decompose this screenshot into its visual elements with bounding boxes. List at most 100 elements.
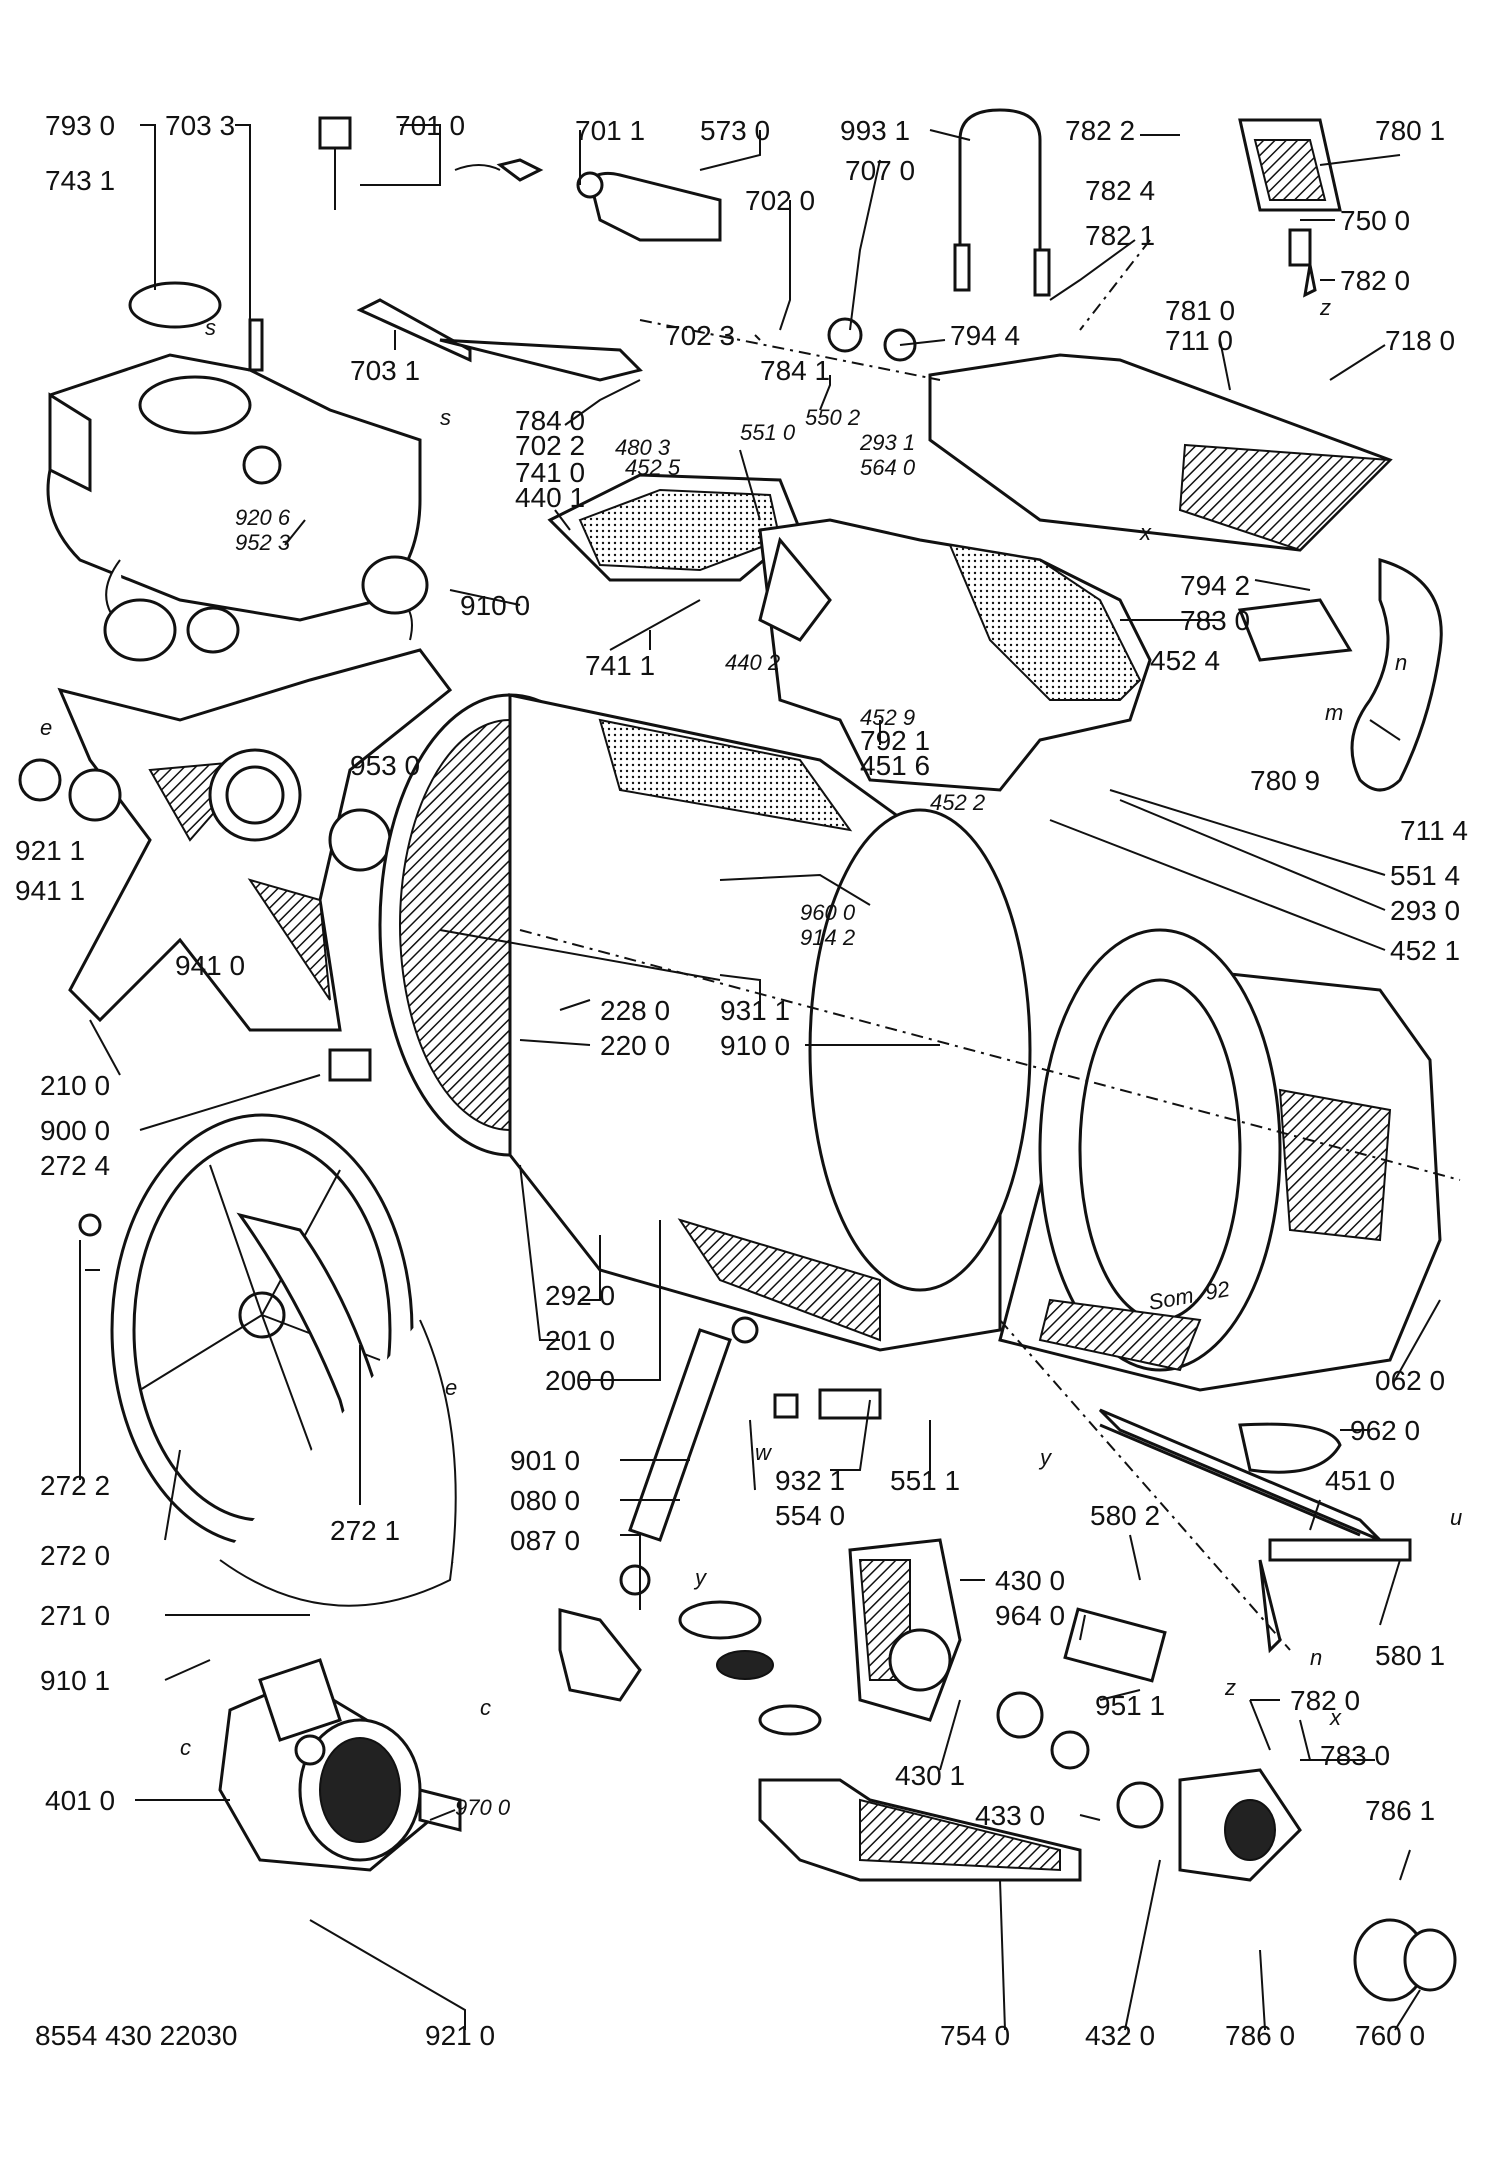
part-number-label: 750 0: [1340, 205, 1410, 236]
drain-hose: [1237, 558, 1443, 792]
part-number-label: 707 0: [845, 155, 915, 186]
part-number-label: 782 0: [1290, 1685, 1360, 1716]
part-number-label: 970 0: [455, 1795, 511, 1820]
part-number-label: 741 1: [585, 650, 655, 681]
part-number-label: 782 2: [1065, 115, 1135, 146]
leader-lines: [79, 124, 1441, 2031]
connection-letter: n: [1310, 1645, 1322, 1670]
part-number-label: 910 0: [720, 1030, 790, 1061]
part-number-label: 964 0: [995, 1600, 1065, 1631]
part-number-label: 433 0: [975, 1800, 1045, 1831]
part-number-label: 781 0: [1165, 295, 1235, 326]
detergent-drawer: [928, 353, 1393, 552]
part-number-label: 741 0: [515, 457, 585, 488]
part-number-label: 718 0: [1385, 325, 1455, 356]
part-number-label: 292 0: [545, 1280, 615, 1311]
connection-letter: n: [1395, 650, 1407, 675]
part-number-label: 792 1: [860, 725, 930, 756]
part-number-label: 932 1: [775, 1465, 845, 1496]
part-number-label: 452 9: [860, 705, 915, 730]
part-number-label: 451 6: [860, 750, 930, 781]
part-number-label: 701 0: [395, 110, 465, 141]
connection-letter: e: [40, 715, 52, 740]
part-number-label: 794 2: [1180, 570, 1250, 601]
part-number-label: 931 1: [720, 995, 790, 1026]
part-number-label: 951 1: [1095, 1690, 1165, 1721]
part-number-label: 711 4: [1400, 815, 1468, 846]
connection-letter: e: [445, 1375, 457, 1400]
part-number-label: 430 1: [895, 1760, 965, 1791]
part-number-label: 080 0: [510, 1485, 580, 1516]
inlet-valve-assembly: [318, 116, 917, 382]
part-number-label: 451 0: [1325, 1465, 1395, 1496]
part-number-label: 962 0: [1350, 1415, 1420, 1446]
part-number-label: 480 3: [615, 435, 671, 460]
small-parts: [78, 1048, 1412, 1829]
part-number-label: 921 1: [15, 835, 85, 866]
part-number-label: 784 0: [515, 405, 585, 436]
part-number-label: 783 0: [1180, 605, 1250, 636]
part-number-label: 550 2: [805, 405, 860, 430]
part-number-label: 754 0: [940, 2020, 1010, 2051]
part-number-label: 432 0: [1085, 2020, 1155, 2051]
part-number-label: 920 6: [235, 505, 291, 530]
tub: [808, 808, 1442, 1392]
shock-absorber: [619, 1316, 759, 1596]
part-number-label: 271 0: [40, 1600, 110, 1631]
part-number-label: 440 2: [725, 650, 780, 675]
part-number-label: 783 0: [1320, 1740, 1390, 1771]
part-number-label: 440 1: [515, 482, 585, 513]
part-number-label: 272 2: [40, 1470, 110, 1501]
part-number-label: 200 0: [545, 1365, 615, 1396]
part-number-label: 452 5: [625, 455, 681, 480]
part-number-label: 780 1: [1375, 115, 1445, 146]
part-number-label: 554 0: [775, 1500, 845, 1531]
connection-letter: z: [1319, 295, 1331, 320]
part-number-label: 228 0: [600, 995, 670, 1026]
pressure-hose: [953, 108, 1051, 297]
drive-belt: [219, 1319, 457, 1607]
part-number-label: 087 0: [510, 1525, 580, 1556]
part-number-label: 782 4: [1085, 175, 1155, 206]
part-number-label: 702 2: [515, 430, 585, 461]
part-number-label: 760 0: [1355, 2020, 1425, 2051]
part-number-label: 272 4: [40, 1150, 110, 1181]
part-number-label: 580 1: [1375, 1640, 1445, 1671]
part-number-label: 210 0: [40, 1070, 110, 1101]
part-number-label: 952 3: [235, 530, 291, 555]
connection-letter: z: [1224, 1675, 1236, 1700]
part-number-label: 941 1: [15, 875, 85, 906]
connection-letter: y: [693, 1565, 708, 1590]
connection-letter: y: [1038, 1445, 1053, 1470]
part-number-label: 430 0: [995, 1565, 1065, 1596]
connection-letter: s: [205, 315, 216, 340]
part-number-label: 564 0: [860, 455, 916, 480]
part-number-label: 580 2: [1090, 1500, 1160, 1531]
part-number-label: 293 0: [1390, 895, 1460, 926]
part-number-label: 220 0: [600, 1030, 670, 1061]
part-number-label: 573 0: [700, 115, 770, 146]
part-number-label: 743 1: [45, 165, 115, 196]
part-number-label: 703 1: [350, 355, 420, 386]
part-number-label: 702 3: [665, 320, 735, 351]
drain-pump: [848, 1538, 962, 1722]
part-number-label: 272 1: [330, 1515, 400, 1546]
part-number-label: 780 9: [1250, 765, 1320, 796]
connection-letter: u: [1450, 1505, 1462, 1530]
connection-letter: c: [180, 1735, 191, 1760]
part-number-label: 551 4: [1390, 860, 1460, 891]
connection-letter: x: [1329, 1705, 1342, 1730]
connection-letter: x: [1139, 520, 1152, 545]
parts-drawing: [18, 108, 1461, 2002]
part-number-label: 711 0: [1165, 325, 1233, 356]
part-number-label: 910 1: [40, 1665, 110, 1696]
part-number-label: 784 1: [760, 355, 830, 386]
connection-letter: w: [755, 1440, 773, 1465]
part-number-label: 062 0: [1375, 1365, 1445, 1396]
drain-filter: [1178, 1768, 1457, 2002]
part-number-label: 786 1: [1365, 1795, 1435, 1826]
part-number-label: 452 4: [1150, 645, 1220, 676]
document-number: 8554 430 22030: [35, 2020, 237, 2051]
part-number-label: 401 0: [45, 1785, 115, 1816]
